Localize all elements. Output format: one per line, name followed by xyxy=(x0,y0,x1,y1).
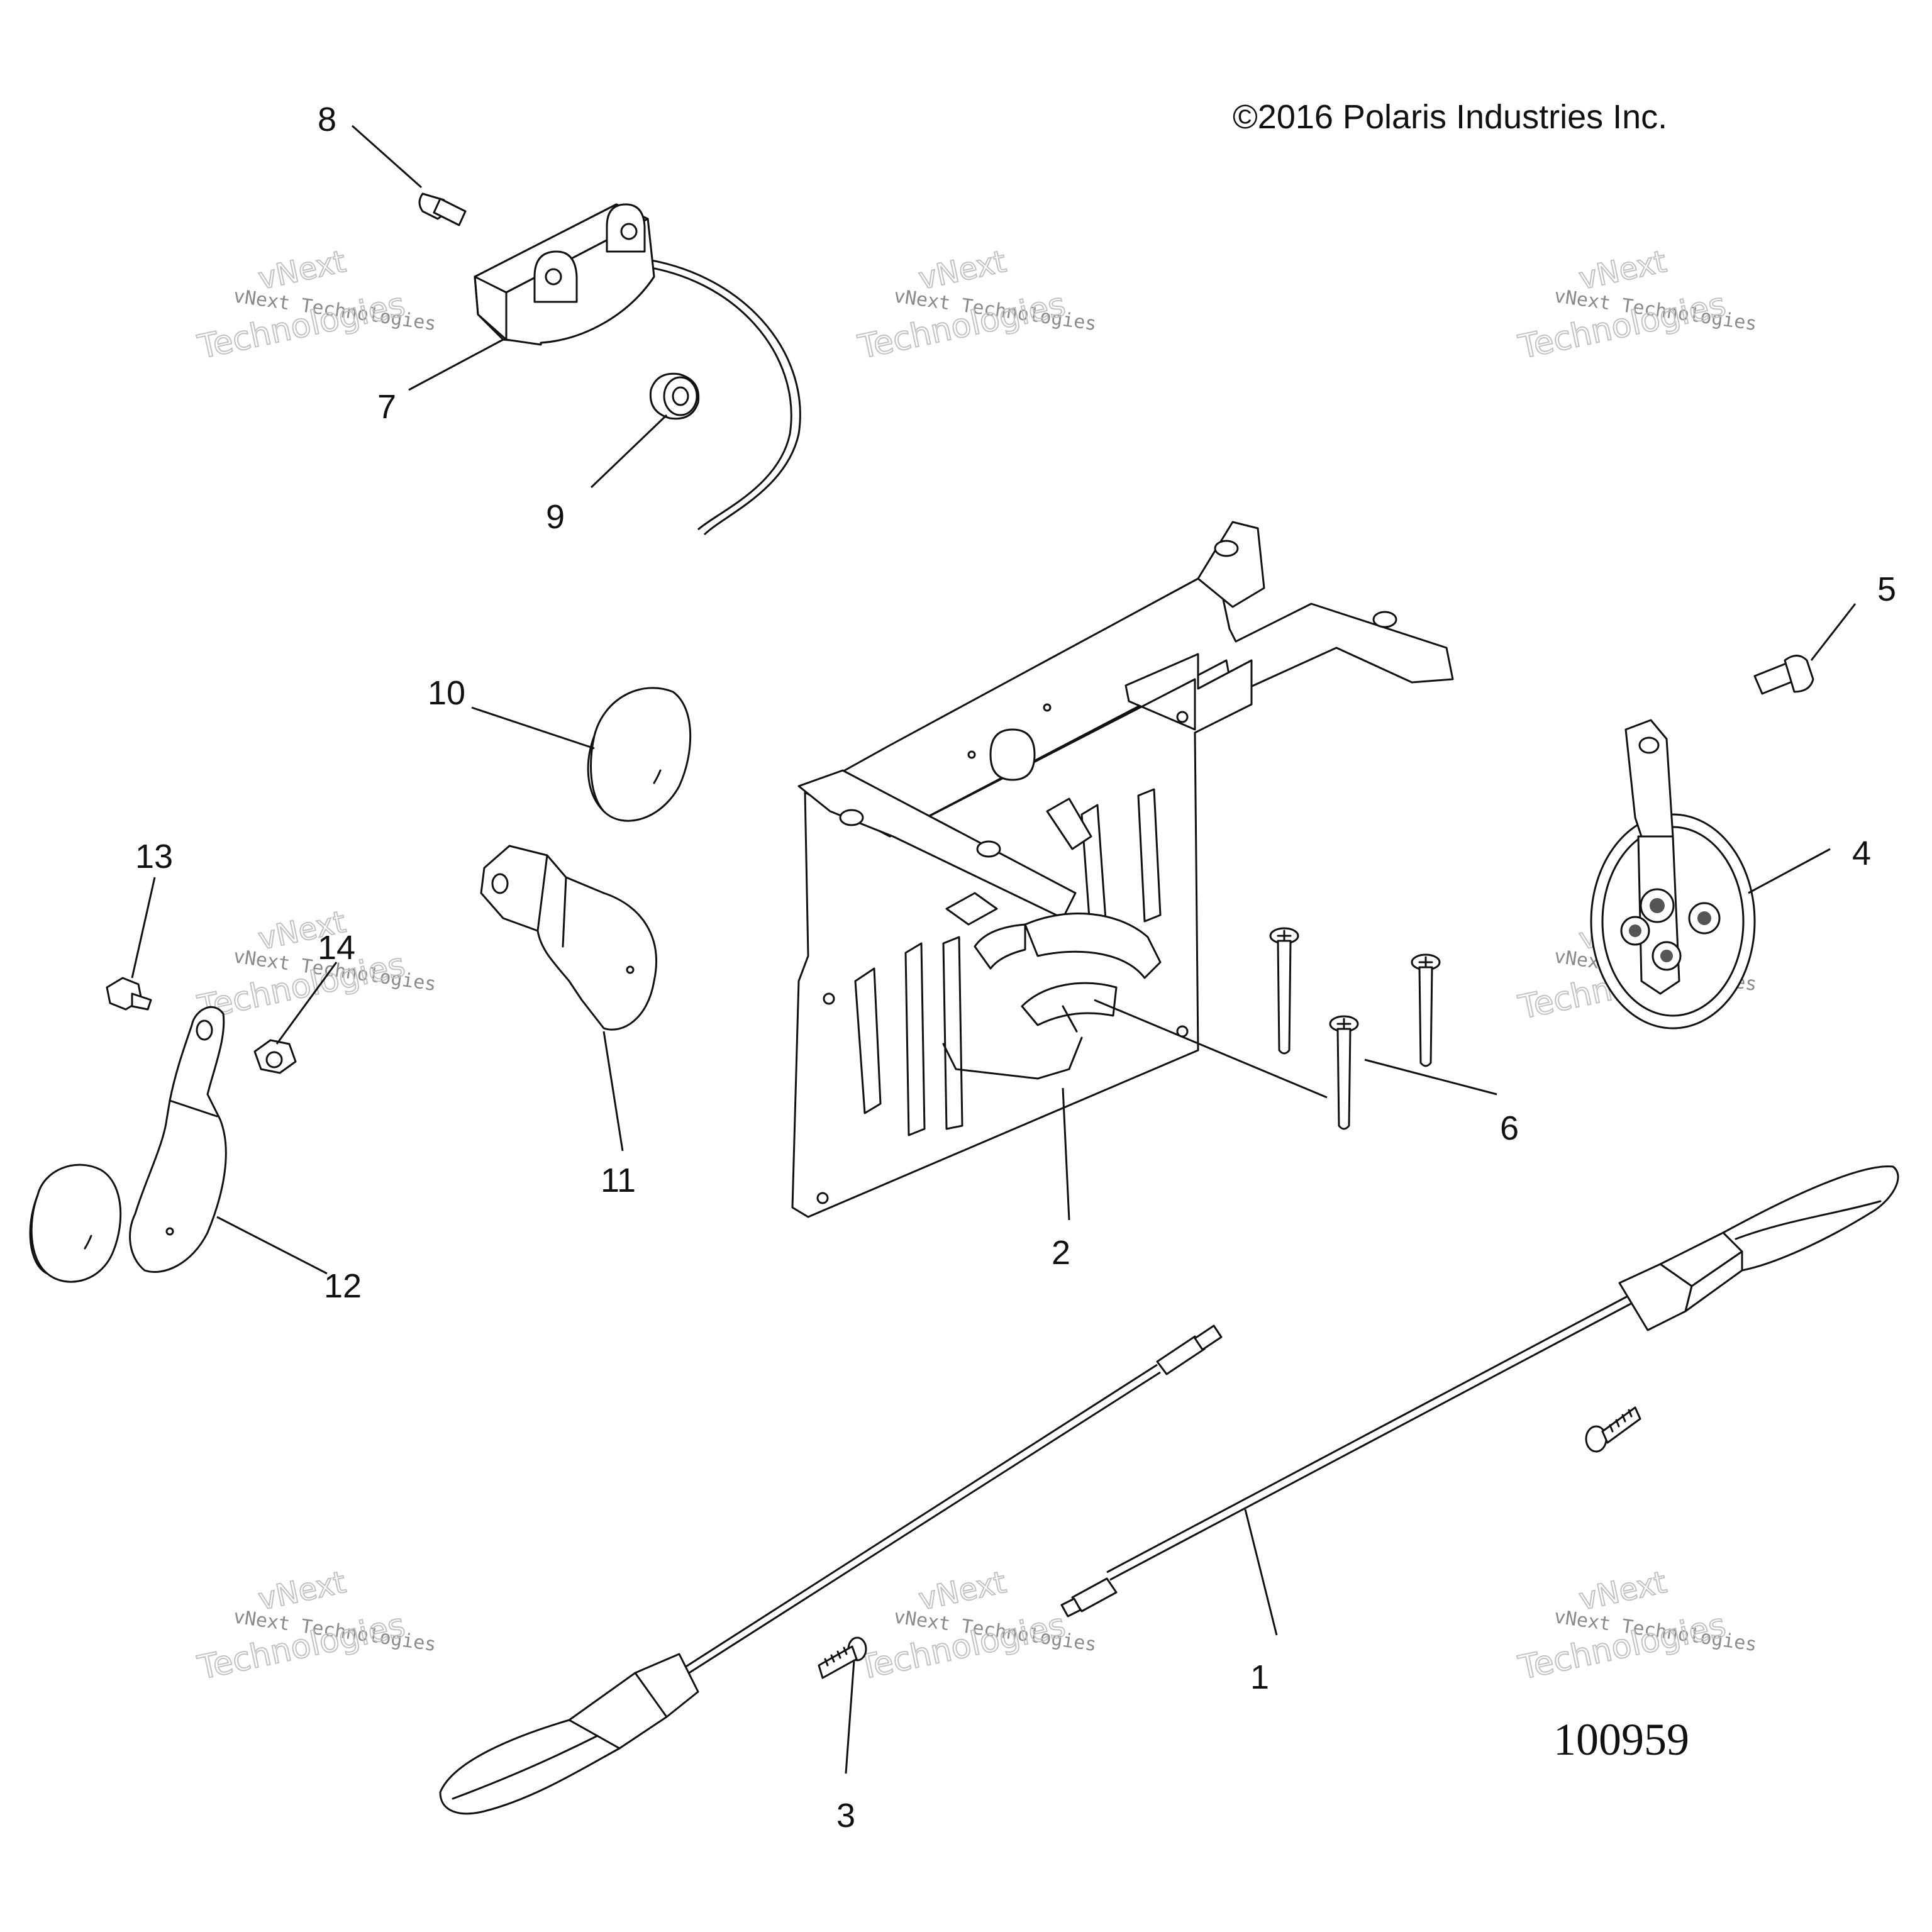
callout-2: 2 xyxy=(1052,1234,1070,1272)
part-1-turn-signals xyxy=(439,1165,1899,1815)
leader-10 xyxy=(471,706,595,750)
watermark-vnext: vNext xyxy=(255,244,349,297)
leader-13 xyxy=(131,877,156,979)
watermark-bottom-center: vNext vNext Technologies Technologies xyxy=(854,1564,1097,1688)
watermark-bottom-right: vNext vNext Technologies Technologies xyxy=(1514,1564,1758,1688)
part-6-screws xyxy=(1269,927,1441,1130)
leader-lines xyxy=(131,125,1857,1774)
leader-2 xyxy=(1062,1087,1070,1221)
callout-4: 4 xyxy=(1852,835,1871,872)
part-12-reflector-bracket xyxy=(29,1006,227,1283)
watermark-bottom-left: vNext vNext Technologies Technologies xyxy=(194,1564,437,1688)
screw-6c xyxy=(1329,1015,1359,1130)
leader-8 xyxy=(352,125,422,189)
callout-8: 8 xyxy=(318,101,336,138)
leader-1 xyxy=(1244,1509,1278,1636)
part-14-nut xyxy=(253,1039,297,1074)
part-3-screw xyxy=(818,1636,867,1679)
leader-3 xyxy=(845,1660,855,1774)
callout-11: 11 xyxy=(601,1162,636,1199)
leader-7 xyxy=(408,338,504,391)
leader-9 xyxy=(590,414,668,489)
part-4-horn xyxy=(1590,719,1756,1030)
callout-10: 10 xyxy=(428,674,465,712)
leader-5 xyxy=(1810,603,1857,661)
copyright-text: ©2016 Polaris Industries Inc. xyxy=(1233,98,1667,136)
screw-6b xyxy=(1411,953,1441,1067)
part-11-reflector-bracket xyxy=(480,845,657,1031)
callout-9: 9 xyxy=(546,498,565,536)
watermark-vnext: vNext xyxy=(916,244,1009,297)
watermark-vnext: vNext xyxy=(1576,1565,1670,1618)
callout-3: 3 xyxy=(836,1797,855,1835)
part-2-bracket xyxy=(791,521,1454,1218)
leader-12 xyxy=(216,1216,328,1275)
callout-5: 5 xyxy=(1877,570,1896,608)
part-10-reflector xyxy=(587,687,692,822)
callout-7: 7 xyxy=(377,388,396,426)
leader-11 xyxy=(602,1031,624,1152)
watermark-vnext: vNext xyxy=(255,1565,349,1618)
figure-number: 100959 xyxy=(1553,1714,1689,1765)
part-7-license-lamp xyxy=(474,203,801,536)
callouts: 1 2 3 4 5 6 7 8 9 10 11 12 13 14 xyxy=(135,101,1896,1835)
watermark-top-center: vNext vNext Technologies Technologies xyxy=(854,243,1097,367)
callout-13: 13 xyxy=(135,838,173,875)
part-8-screw xyxy=(418,192,467,226)
screw-6a xyxy=(1269,927,1299,1055)
watermark-mid-left: vNext vNext Technologies Technologies xyxy=(194,904,437,1028)
part-13-screw xyxy=(106,977,152,1011)
callout-14: 14 xyxy=(318,929,355,967)
leader-6 xyxy=(1094,999,1497,1099)
callout-1: 1 xyxy=(1250,1658,1269,1696)
leader-4 xyxy=(1748,848,1831,894)
part-5-screw xyxy=(1753,655,1814,695)
callout-12: 12 xyxy=(324,1267,362,1305)
callout-6: 6 xyxy=(1500,1109,1519,1147)
watermark-vnext: vNext xyxy=(1576,244,1670,297)
watermark-vnext: vNext xyxy=(916,1565,1009,1618)
leader-14 xyxy=(275,962,338,1045)
part-3-screw-2 xyxy=(1585,1406,1641,1453)
watermark-top-left: vNext vNext Technologies Technologies xyxy=(194,243,437,367)
part-9-spacer xyxy=(649,372,700,420)
watermark-top-right: vNext vNext Technologies Technologies xyxy=(1514,243,1758,367)
